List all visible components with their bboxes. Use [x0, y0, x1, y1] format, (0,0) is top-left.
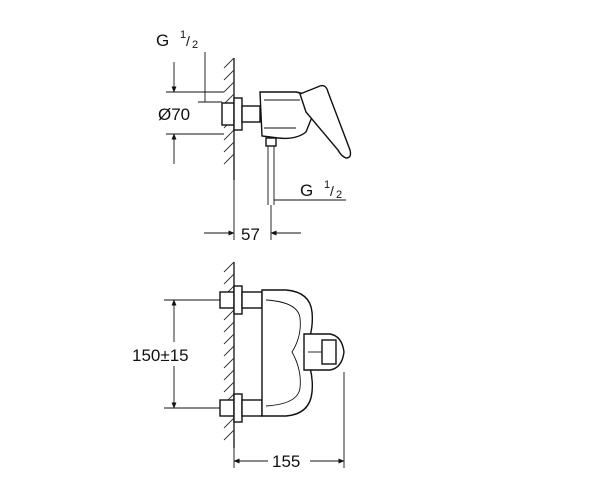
nut-lower — [241, 399, 263, 417]
spacing-label: 150±15 — [132, 346, 189, 365]
thread-top-den: 2 — [192, 39, 198, 51]
thread-label-top: G 1 / 2 — [156, 29, 198, 51]
eccentric-connector-lower — [219, 399, 235, 417]
nut-upper — [241, 291, 263, 309]
thread-top-num: 1 — [180, 29, 186, 41]
wall-flange-lower — [233, 393, 243, 423]
wall-flange-upper — [233, 285, 243, 315]
thread-top-main: G — [156, 31, 169, 50]
svg-text:/: / — [330, 183, 334, 199]
thread-bottom-main: G — [300, 181, 313, 200]
side-view: G 1 / 2 Ø70 G 1 / 2 57 — [156, 29, 352, 244]
diameter-label: Ø70 — [158, 105, 190, 124]
outlet-stub — [265, 137, 277, 147]
front-view: 150±15 155 — [132, 261, 345, 471]
nut-top — [241, 105, 261, 123]
thread-label-bottom: G 1 / 2 — [300, 179, 342, 201]
wall-flange-top — [233, 97, 243, 131]
lever-grip — [321, 339, 337, 365]
thread-bottom-num: 1 — [324, 179, 330, 191]
eccentric-connector-upper — [219, 291, 235, 309]
lever-handle-side — [299, 84, 352, 159]
eccentric-connector-top — [221, 102, 235, 126]
svg-text:/: / — [186, 33, 190, 49]
width-label: 155 — [272, 452, 300, 471]
depth-label: 57 — [241, 225, 260, 244]
thread-bottom-den: 2 — [336, 189, 342, 201]
